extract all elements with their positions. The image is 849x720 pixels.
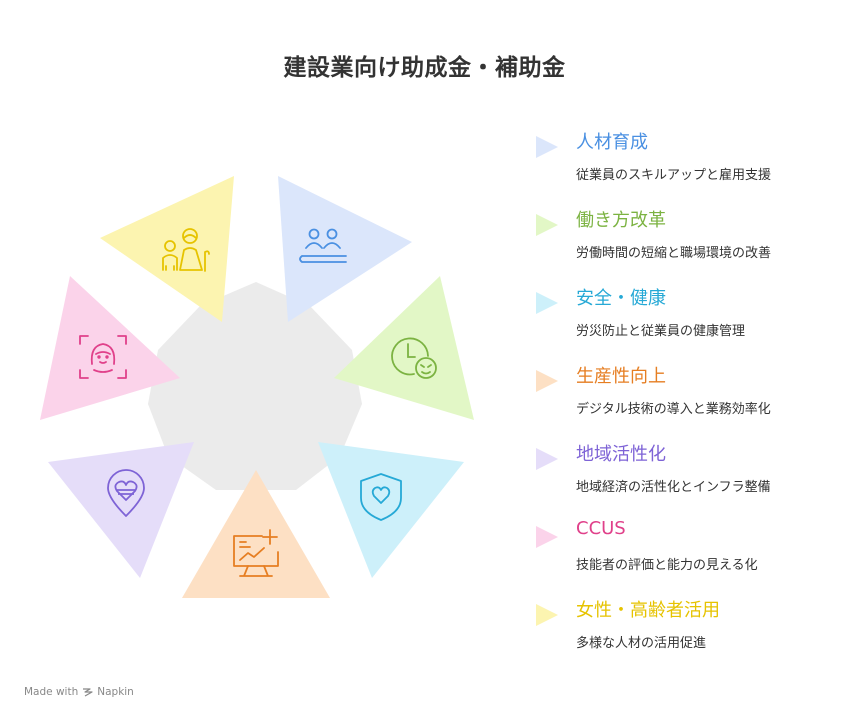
triangle-marker-icon — [536, 604, 558, 626]
location-heart-icon — [107, 469, 145, 517]
legend-heading: 生産性向上 — [576, 366, 666, 387]
legend-heading: 人材育成 — [576, 132, 648, 153]
made-with-label: Made with — [24, 686, 79, 698]
chart-screen-icon — [233, 529, 279, 577]
legend-heading: 女性・高齢者活用 — [576, 600, 720, 621]
legend-description: 労働時間の短縮と職場環境の改善 — [576, 246, 772, 261]
legend-description: 多様な人材の活用促進 — [576, 636, 707, 651]
footer-attribution[interactable]: Made with Napkin — [24, 686, 134, 698]
napkin-logo-icon — [83, 687, 93, 697]
segment-josei — [100, 176, 234, 322]
segment-seisansei — [182, 470, 330, 598]
people-icon — [299, 228, 347, 263]
legend-heading: CCUS — [576, 518, 626, 539]
segment-jinzai — [278, 176, 412, 322]
triangle-marker-icon — [536, 214, 558, 236]
triangle-marker-icon — [536, 136, 558, 158]
triangle-marker-icon — [536, 448, 558, 470]
face-scan-icon — [79, 335, 127, 379]
shield-heart-icon — [360, 473, 402, 521]
legend-heading: 働き方改革 — [576, 210, 666, 231]
napkin-brand-label: Napkin — [97, 686, 134, 698]
legend-heading: 安全・健康 — [576, 288, 666, 309]
legend-description: 従業員のスキルアップと雇用支援 — [576, 168, 772, 183]
triangle-marker-icon — [536, 292, 558, 314]
legend-heading: 地域活性化 — [576, 444, 666, 465]
clock-icon — [391, 337, 437, 379]
triangle-marker-icon — [536, 526, 558, 548]
center-hexagon — [148, 282, 362, 490]
triangle-marker-icon — [536, 370, 558, 392]
page-title: 建設業向け助成金・補助金 — [283, 55, 566, 81]
segment-anzen — [318, 442, 464, 578]
legend-description: デジタル技術の導入と業務効率化 — [576, 402, 771, 417]
legend-description: 地域経済の活性化とインフラ整備 — [576, 480, 771, 495]
legend-description: 労災防止と従業員の健康管理 — [576, 324, 746, 339]
woman-elder-icon — [162, 228, 210, 272]
legend-description: 技能者の評価と能力の見える化 — [576, 558, 758, 573]
segment-hatarakikata — [334, 276, 474, 420]
